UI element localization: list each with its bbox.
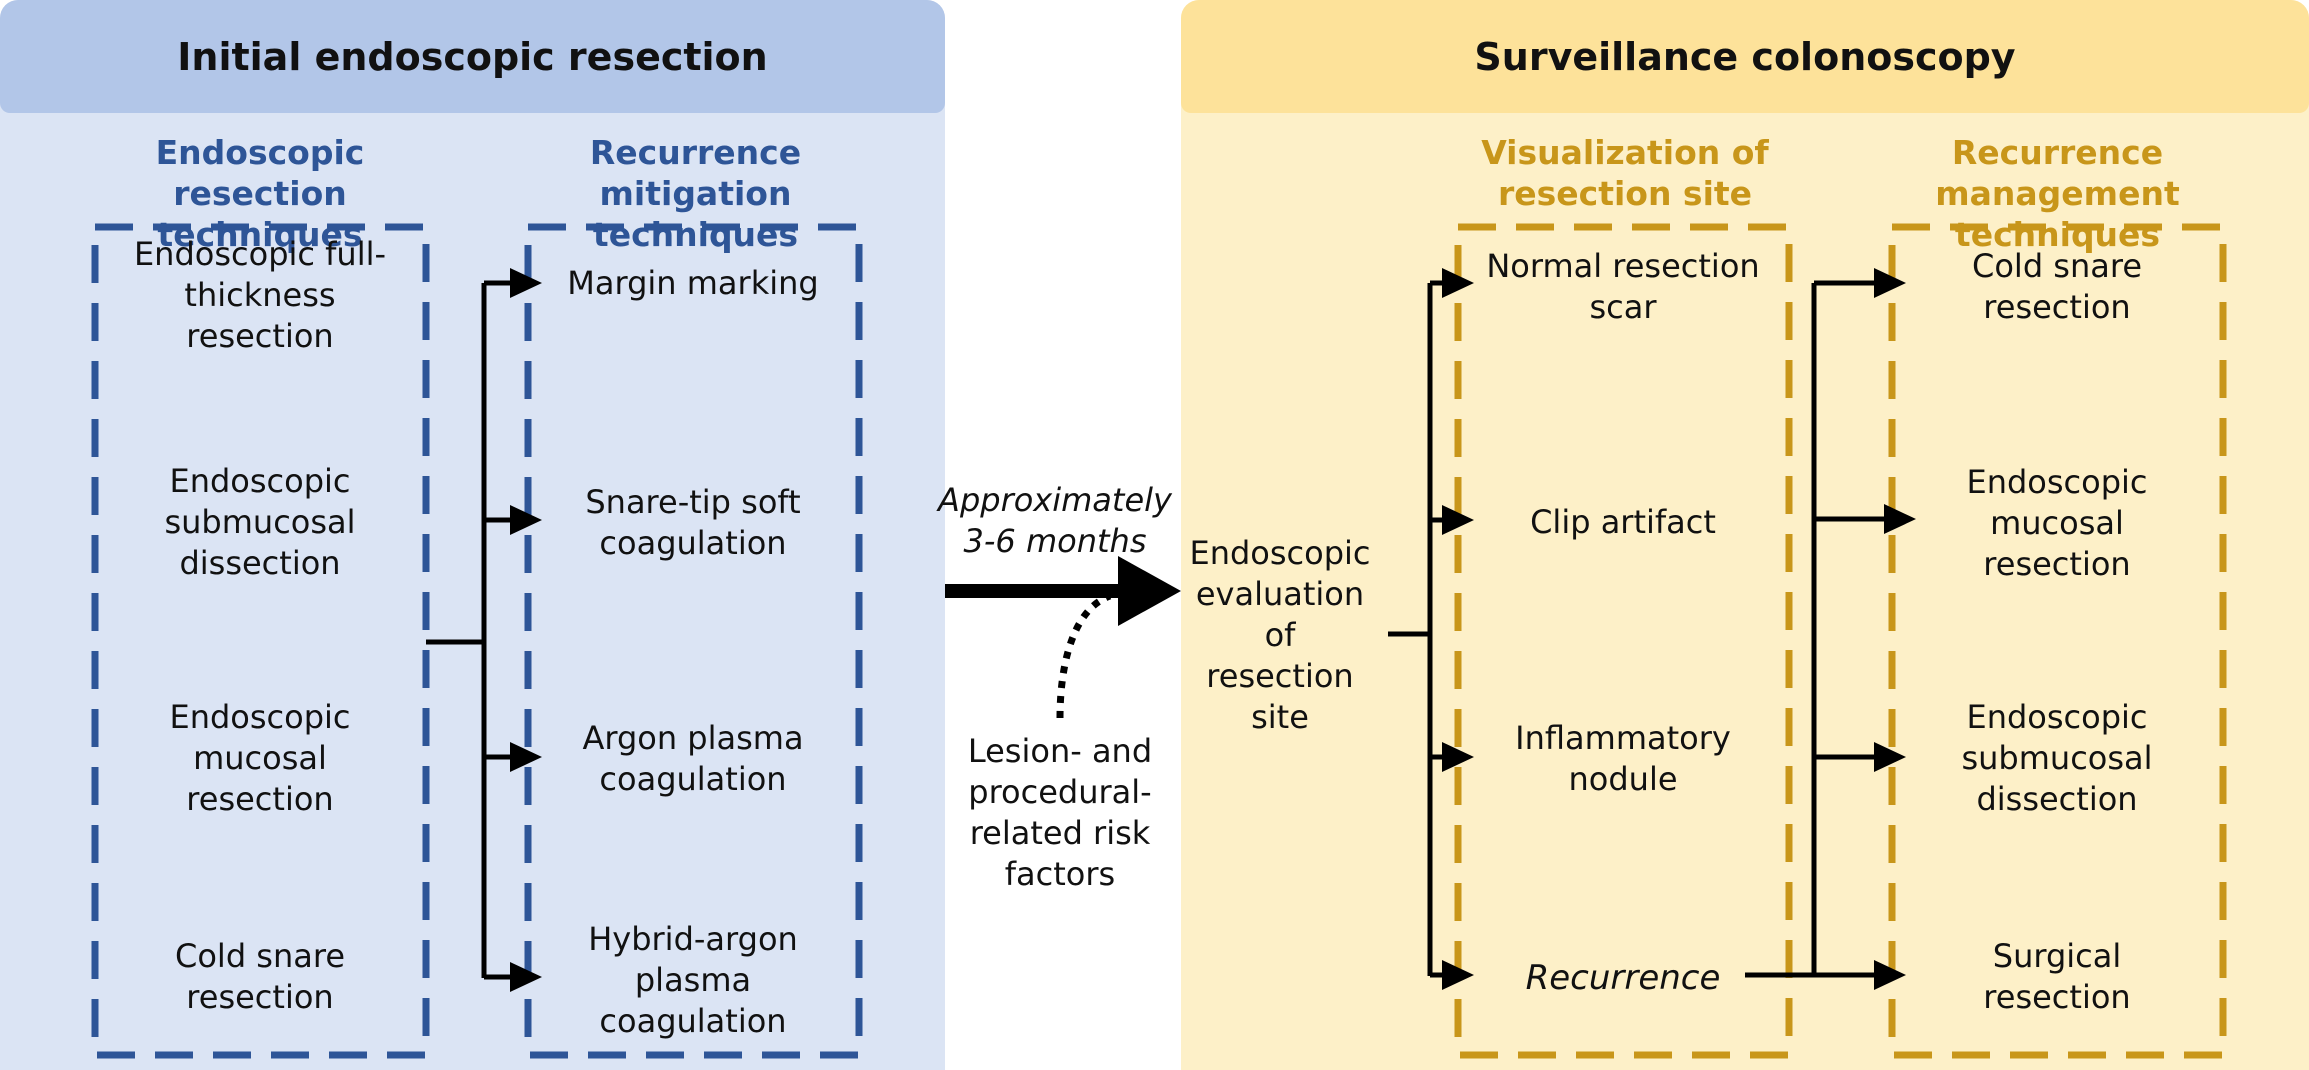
item-cold-snare-mgmt: Cold snare resection	[1972, 247, 2142, 326]
item-clip-artifact: Clip artifact	[1530, 502, 1716, 541]
initial-resection-title: Initial endoscopic resection	[0, 0, 945, 113]
item-eftr: Endoscopic full-thickness resection	[133, 234, 387, 355]
item-esd-mgmt: Endoscopic submucosal dissection	[1961, 697, 2153, 818]
item-surgical-resection: Surgical resection	[1983, 937, 2131, 1016]
risk-factors-arrow	[1056, 592, 1112, 719]
interval-label: Approximately 3-6 months	[938, 481, 1172, 560]
visualization-heading: Visualization of resection site	[1481, 133, 1769, 213]
mitigation-techniques-heading: Recurrence mitigation techniques	[589, 133, 802, 254]
item-snare-tip: Snare-tip soft coagulation	[585, 483, 801, 562]
management-box	[1888, 223, 2227, 1059]
resection-techniques-heading: Endoscopic resection techniques	[155, 133, 365, 254]
item-normal-scar: Normal resection scar	[1486, 247, 1760, 326]
item-margin-marking: Margin marking	[567, 263, 819, 302]
surveillance-panel: Surveillance colonoscopy	[1181, 0, 2309, 1070]
item-inflammatory-nodule: Inflammatory nodule	[1515, 719, 1731, 798]
item-apc: Argon plasma coagulation	[582, 719, 804, 798]
risk-factors-label: Lesion- and procedural-related risk fact…	[967, 732, 1153, 893]
item-emr-mgmt: Endoscopic mucosal resection	[1966, 462, 2148, 583]
evaluation-label: Endoscopic evaluation of resection site	[1189, 533, 1371, 736]
item-esd: Endoscopic submucosal dissection	[164, 461, 356, 582]
visualization-box	[1454, 223, 1793, 1059]
item-recurrence: Recurrence	[1525, 957, 1721, 998]
item-hybrid-apc: Hybrid-argon plasma coagulation	[588, 919, 798, 1040]
item-cold-snare: Cold snare resection	[175, 937, 345, 1016]
initial-resection-panel: Initial endoscopic resection	[0, 0, 945, 1070]
surveillance-title: Surveillance colonoscopy	[1181, 0, 2309, 113]
management-heading: Recurrence management techniques	[1935, 133, 2180, 254]
item-emr: Endoscopic mucosal resection	[169, 697, 351, 818]
